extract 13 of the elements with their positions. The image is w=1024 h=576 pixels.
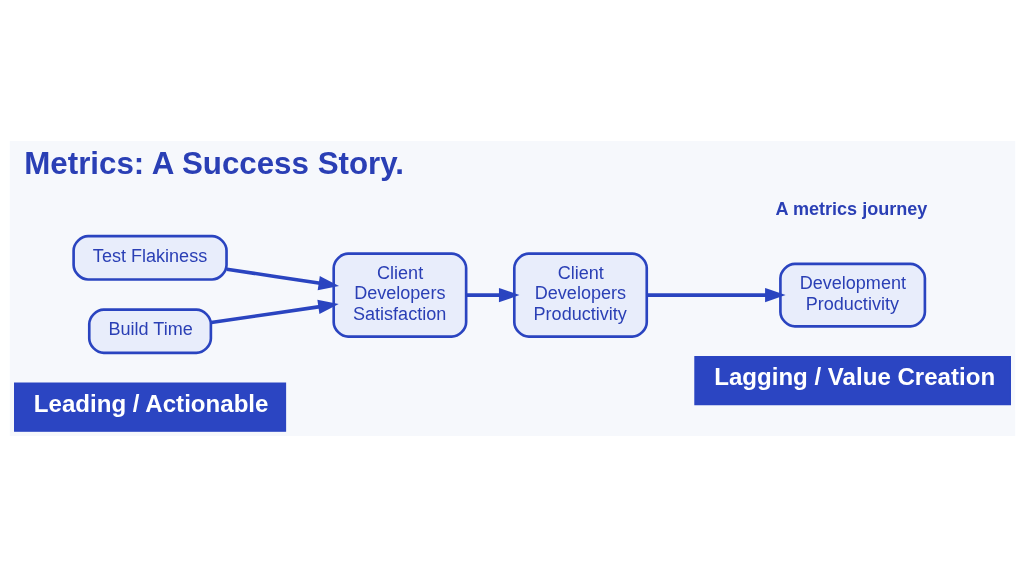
node-box: Test Flakiness [71, 234, 228, 281]
node-box: Leading / Actionable [13, 381, 286, 432]
node-box: Lagging / Value Creation [693, 355, 1011, 405]
node-box: Client Developers Satisfaction [331, 251, 467, 338]
node-box: Development Productivity [778, 262, 926, 328]
arrow [226, 266, 339, 290]
label: A metrics journey [775, 198, 927, 219]
arrow [465, 287, 519, 302]
node-box: Client Developers Productivity [512, 251, 648, 338]
node-box: Build Time [87, 307, 212, 354]
arrow [646, 287, 786, 302]
arrow [210, 299, 339, 324]
diagram-title: Metrics: A Success Story. [23, 145, 404, 181]
